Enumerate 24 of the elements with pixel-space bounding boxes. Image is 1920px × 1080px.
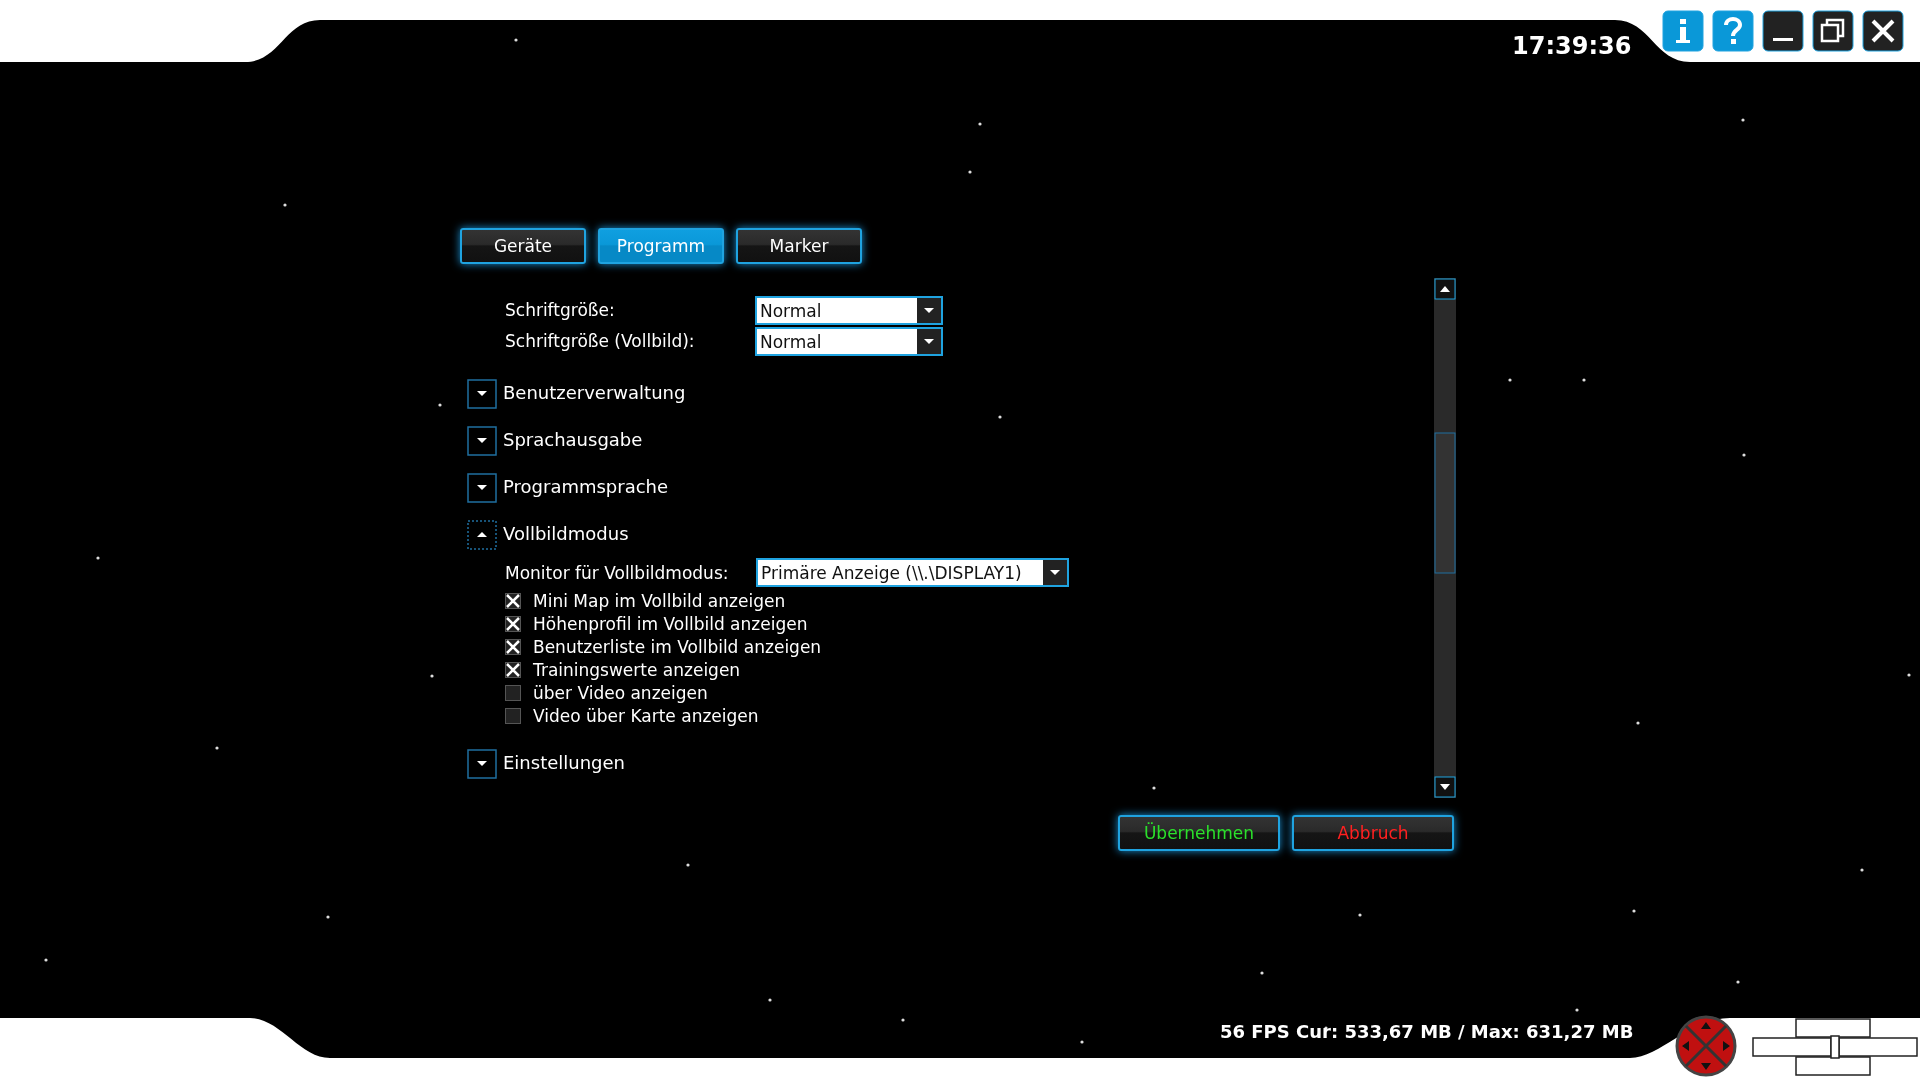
checkbox-label: über Video anzeigen <box>533 683 708 703</box>
field-label: Schriftgröße: <box>505 300 615 320</box>
tab: Programm <box>598 228 724 264</box>
checkbox-label: Mini Map im Vollbild anzeigen <box>533 591 786 611</box>
tab: Marker <box>736 228 862 264</box>
checkbox-label: Video über Karte anzeigen <box>533 706 759 726</box>
cancel-button: Abbruch <box>1292 815 1454 851</box>
dropdown-field: Primäre Anzeige (\\.\DISPLAY1) <box>756 558 1069 587</box>
section-heading: Sprachausgabe <box>503 429 643 450</box>
field-label: Schriftgröße (Vollbild): <box>505 331 695 351</box>
dropdown-field: Normal <box>755 296 943 325</box>
checkbox-label: Höhenprofil im Vollbild anzeigen <box>533 614 808 634</box>
section-heading: Einstellungen <box>503 752 626 773</box>
section-heading: Benutzerverwaltung <box>503 382 686 403</box>
section-heading: Programmsprache <box>503 476 669 497</box>
field-label: Monitor für Vollbildmodus: <box>505 563 729 583</box>
clock-time: 17:39:36 <box>1512 32 1632 60</box>
tab: Geräte <box>460 228 586 264</box>
status-text: 56 FPS Cur: 533,67 MB / Max: 631,27 MB <box>1220 1021 1634 1042</box>
checkbox-label: Benutzerliste im Vollbild anzeigen <box>533 637 822 657</box>
dropdown-field: Normal <box>755 327 943 356</box>
apply-button: Übernehmen <box>1118 815 1280 851</box>
section-heading: Vollbildmodus <box>503 523 629 544</box>
checkbox-label: Trainingswerte anzeigen <box>533 660 741 680</box>
